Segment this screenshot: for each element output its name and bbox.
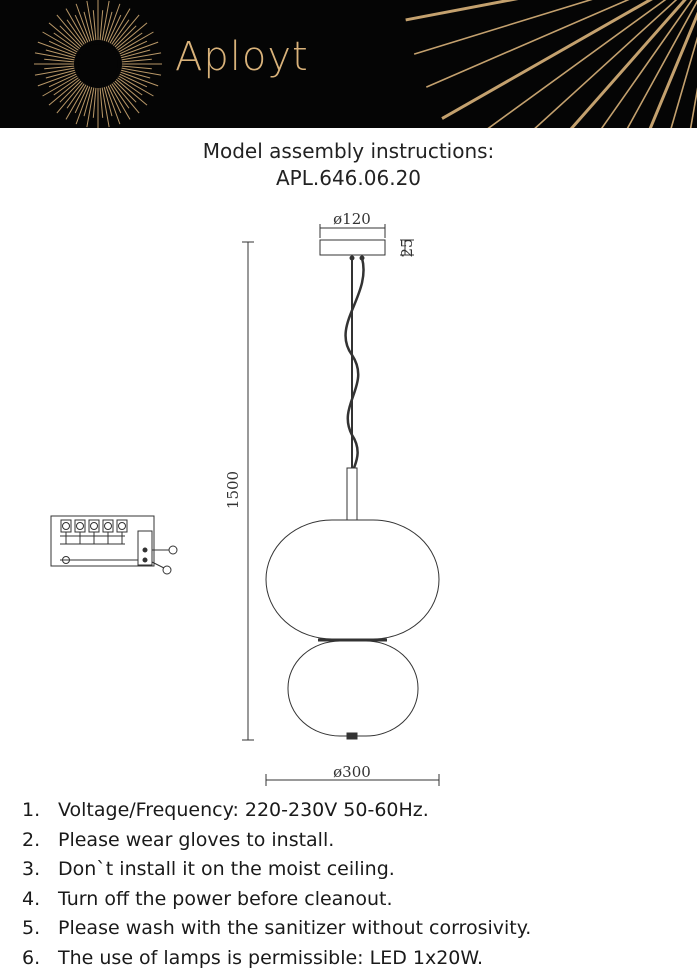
sun-logo-icon: [34, 0, 162, 128]
stem: [346, 467, 358, 521]
power-cord: [344, 257, 365, 469]
upper-shade: [265, 519, 440, 640]
list-item: 1.Voltage/Frequency: 220-230V 50-60Hz.: [22, 799, 429, 821]
list-item: 6.The use of lamps is permissible: LED 1…: [22, 946, 484, 969]
label-canopy-height: 25: [398, 238, 416, 257]
list-item: 5.Please wash with the sanitizer without…: [22, 917, 532, 939]
bottom-cap: [346, 732, 358, 740]
sun-core: [78, 44, 118, 84]
canopy: [319, 239, 386, 256]
list-item: 4.Turn off the power before cleanout.: [22, 887, 393, 910]
brand-logo-text: Aployt: [175, 34, 309, 80]
technical-drawing: ø120 25 1500 ø300: [50, 210, 440, 786]
model-number: APL.646.06.20: [275, 166, 422, 190]
wiring-diagram: [50, 515, 178, 575]
bulb-icon: [162, 565, 172, 575]
specifications-list: 1.Voltage/Frequency: 220-230V 50-60Hz. 2…: [22, 796, 531, 973]
header-banner: Aployt: [0, 0, 697, 128]
list-item: 2.Please wear gloves to install.: [22, 828, 335, 851]
list-item: 3.Don`t install it on the moist ceiling.: [22, 858, 395, 880]
title-line-1: Model assembly instructions:: [202, 139, 495, 163]
decorative-rays-icon: [405, 0, 697, 128]
sunburst-graphic: [34, 0, 697, 128]
label-shade-diameter: ø300: [333, 763, 371, 781]
document-title: Model assembly instructions: APL.646.06.…: [0, 138, 697, 192]
lower-shade: [287, 640, 419, 737]
label-total-height: 1500: [224, 471, 242, 509]
label-canopy-diameter: ø120: [333, 210, 371, 228]
ground-icon: [168, 545, 178, 555]
